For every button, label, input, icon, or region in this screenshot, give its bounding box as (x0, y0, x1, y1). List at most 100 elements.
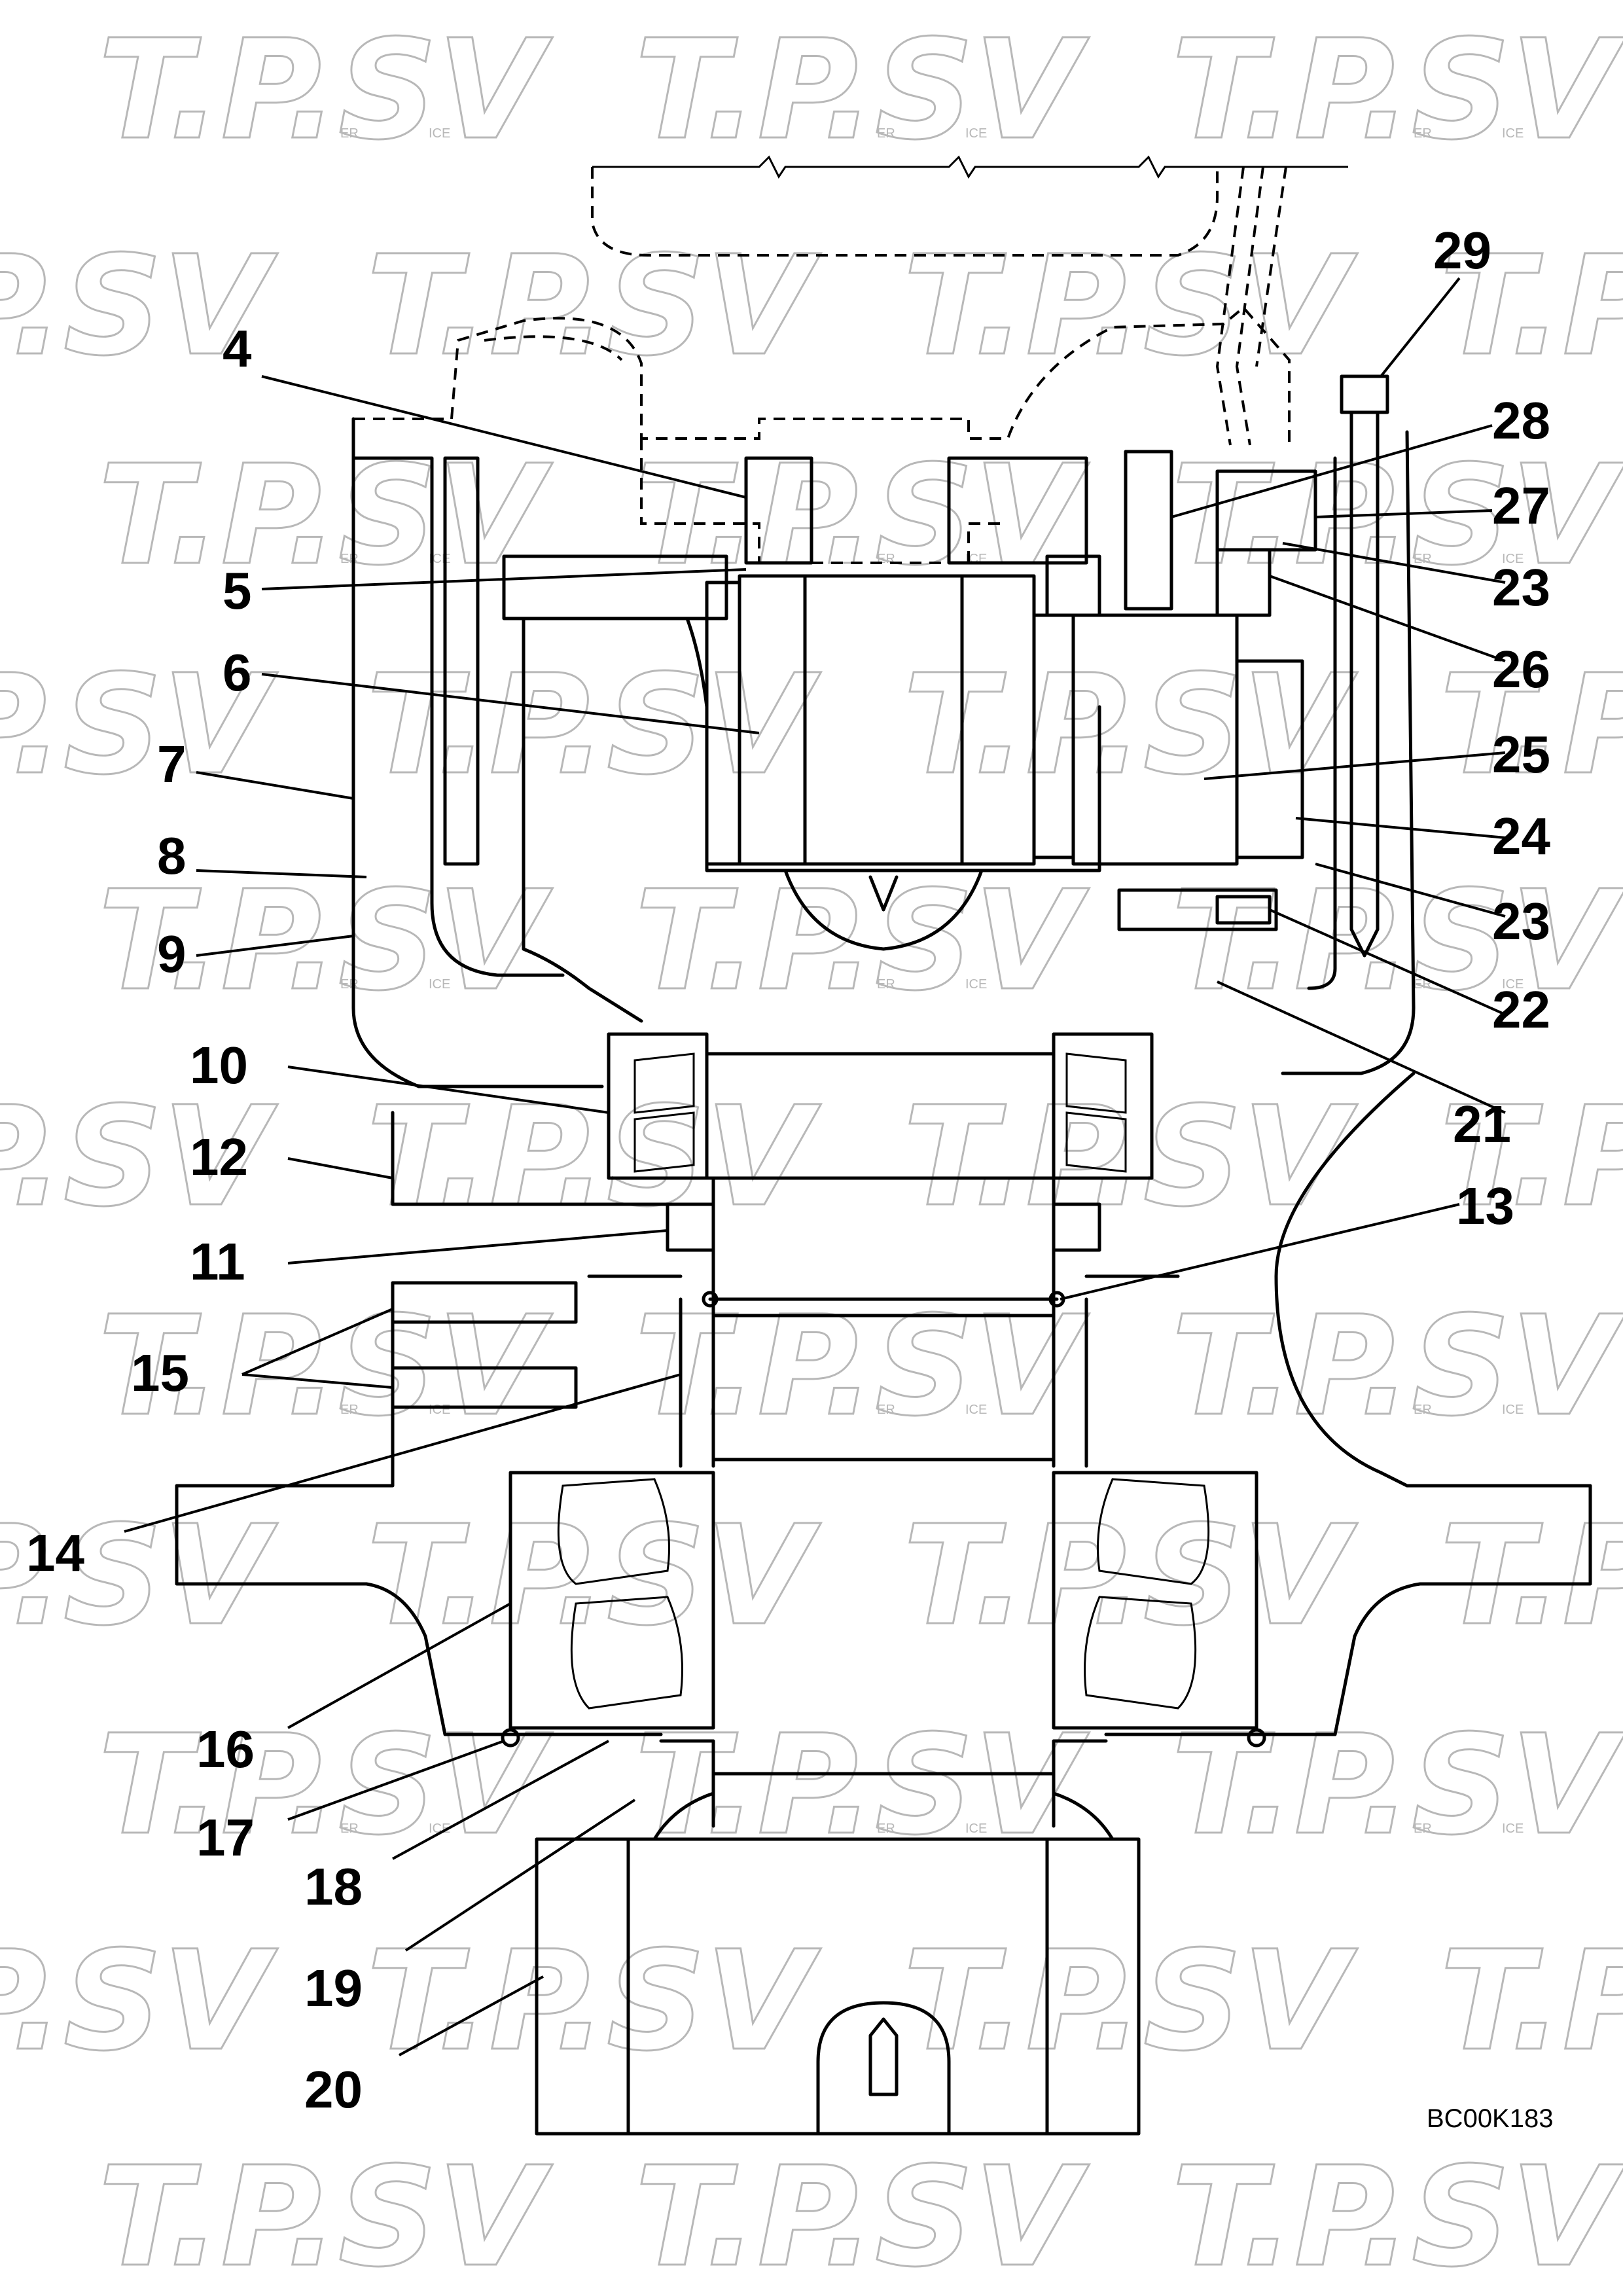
watermark: T.P.SV (1171, 1704, 1623, 1867)
output-pinion (535, 1837, 1141, 2136)
watermark: T.P.SV (902, 225, 1359, 387)
svg-text:T.P.SV: T.P.SV (635, 861, 1090, 1021)
watermark: T.P.SV (1171, 2136, 1623, 2296)
watermark: T.P.SV (0, 1920, 279, 2083)
svg-text:ER: ER (1414, 126, 1432, 141)
callout-12: 12 (190, 1128, 248, 1186)
watermark: T.P.SV (634, 435, 1091, 597)
svg-text:T.P.SV: T.P.SV (1171, 2137, 1623, 2296)
svg-text:T.P.SV: T.P.SV (1440, 1077, 1623, 1237)
callout-20: 20 (304, 2060, 363, 2119)
callout-29: 29 (1433, 221, 1491, 279)
svg-text:ER: ER (340, 1821, 359, 1836)
watermark: T.P.SV (1171, 860, 1623, 1022)
svg-text:T.P.SV: T.P.SV (903, 226, 1358, 386)
long-bolt (1340, 374, 1389, 958)
svg-text:T.P.SV: T.P.SV (1171, 435, 1623, 596)
svg-text:T.P.SV: T.P.SV (366, 1496, 821, 1656)
watermark: T.P.SV (902, 1076, 1359, 1238)
svg-text:ER: ER (877, 1403, 895, 1417)
watermark: T.P.SV (1439, 1495, 1623, 1657)
svg-text:T.P.SV: T.P.SV (0, 1921, 278, 2081)
callout-19: 19 (304, 1959, 363, 2017)
carrier-assembly (705, 450, 1317, 951)
svg-text:T.P.SV: T.P.SV (98, 10, 553, 170)
svg-text:T.P.SV: T.P.SV (903, 1921, 1358, 2081)
svg-text:ICE: ICE (965, 126, 987, 141)
watermark: T.P.SV (634, 1285, 1091, 1448)
svg-text:T.P.SV: T.P.SV (1440, 1496, 1623, 1656)
svg-text:T.P.SV: T.P.SV (1171, 861, 1623, 1021)
callout-28: 28 (1492, 391, 1550, 450)
watermark: T.P.SV (366, 644, 823, 806)
watermark: T.P.SV (634, 9, 1091, 171)
callout-13: 13 (1456, 1177, 1514, 1235)
watermark: T.P.SV (634, 2136, 1091, 2296)
svg-text:T.P.SV: T.P.SV (366, 645, 821, 805)
callout-7: 7 (157, 735, 187, 793)
callout-4: 4 (223, 319, 252, 378)
svg-text:T.P.SV: T.P.SV (98, 435, 553, 596)
watermark: T.P.SV (98, 860, 554, 1022)
watermark: T.P.SV (1439, 644, 1623, 806)
svg-text:T.P.SV: T.P.SV (98, 2137, 553, 2296)
callout-24: 24 (1492, 807, 1550, 865)
callout-labels: 4 5 6 7 8 9 10 12 11 13 15 14 16 17 18 1… (26, 221, 1550, 2119)
callout-10: 10 (190, 1036, 248, 1094)
watermark: T.P.SV (366, 1076, 823, 1238)
watermark: T.P.SV (0, 225, 279, 387)
svg-text:ER: ER (340, 552, 359, 566)
callout-23-upper: 23 (1492, 558, 1550, 617)
svg-text:T.P.SV: T.P.SV (635, 435, 1090, 596)
svg-text:ICE: ICE (1502, 1821, 1524, 1836)
callout-5: 5 (223, 562, 252, 620)
watermark: T.P.SV (366, 1495, 823, 1657)
svg-text:T.P.SV: T.P.SV (98, 861, 553, 1021)
svg-text:ER: ER (1414, 552, 1432, 566)
svg-text:ICE: ICE (429, 1821, 450, 1836)
svg-text:ICE: ICE (965, 1403, 987, 1417)
drawing-code: BC00K183 (1427, 2104, 1553, 2133)
svg-text:T.P.SV: T.P.SV (366, 1077, 821, 1237)
svg-text:T.P.SV: T.P.SV (1171, 1286, 1623, 1446)
svg-text:T.P.SV: T.P.SV (98, 1705, 553, 1865)
callout-23-lower: 23 (1492, 892, 1550, 950)
watermark: T.P.SV (1439, 1920, 1623, 2083)
svg-text:T.P.SV: T.P.SV (1440, 645, 1623, 805)
callout-21: 21 (1453, 1095, 1511, 1153)
svg-text:T.P.SV: T.P.SV (1171, 10, 1623, 170)
svg-text:T.P.SV: T.P.SV (903, 1077, 1358, 1237)
watermark-sublabels: ER ICE ER ICE ER ICE ER ICE ER ICE ER ICE ER IC… (340, 126, 1524, 1836)
svg-text:T.P.SV: T.P.SV (1171, 1705, 1623, 1865)
watermark: T.P.SV (1171, 9, 1623, 171)
svg-text:ER: ER (1414, 1403, 1432, 1417)
svg-text:T.P.SV: T.P.SV (635, 10, 1090, 170)
svg-text:ER: ER (340, 126, 359, 141)
svg-text:ER: ER (1414, 1821, 1432, 1836)
callout-11: 11 (190, 1232, 245, 1291)
svg-text:ICE: ICE (965, 1821, 987, 1836)
svg-text:T.P.SV: T.P.SV (366, 226, 821, 386)
watermark: T.P.SV (1171, 1285, 1623, 1448)
svg-text:T.P.SV: T.P.SV (903, 645, 1358, 805)
callout-25: 25 (1492, 725, 1550, 783)
leader-lines (124, 277, 1506, 2056)
callout-17: 17 (196, 1808, 255, 1867)
watermark: T.P.SV (366, 1920, 823, 2083)
watermark: T.P.SV (634, 860, 1091, 1022)
svg-text:ICE: ICE (429, 126, 450, 141)
svg-text:ER: ER (877, 126, 895, 141)
watermark: T.P.SV (98, 1704, 554, 1867)
watermark: T.P.SV (1439, 1076, 1623, 1238)
watermark: T.P.SV (0, 1495, 279, 1657)
svg-text:ICE: ICE (1502, 1403, 1524, 1417)
watermark: T.P.SV (98, 2136, 554, 2296)
callout-26: 26 (1492, 640, 1550, 698)
watermark: T.P.SV (366, 225, 823, 387)
svg-text:ER: ER (877, 1821, 895, 1836)
svg-text:ICE: ICE (429, 1403, 450, 1417)
svg-text:ER: ER (340, 977, 359, 992)
svg-text:ER: ER (340, 1403, 359, 1417)
